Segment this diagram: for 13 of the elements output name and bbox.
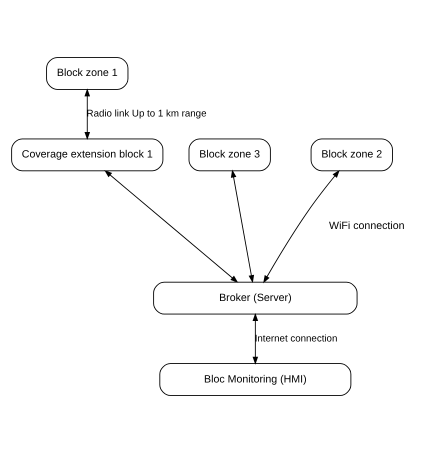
node-box: Block zone 3 (188, 138, 271, 172)
arrow (84, 88, 90, 140)
arrow (252, 313, 258, 365)
node-box: Coverage extension block 1 (11, 138, 164, 172)
node-box: Block zone 2 (310, 138, 393, 172)
edge-label: Radio link Up to 1 km range (86, 108, 207, 120)
node-box: Bloc Monitoring (HMI) (159, 363, 352, 396)
arrow (104, 170, 238, 283)
arrow (263, 170, 340, 284)
node-box: Broker (Server) (153, 282, 358, 315)
node-box: Block zone 1 (46, 57, 128, 90)
label: WiFi connection (329, 220, 405, 232)
arrow (230, 170, 254, 284)
